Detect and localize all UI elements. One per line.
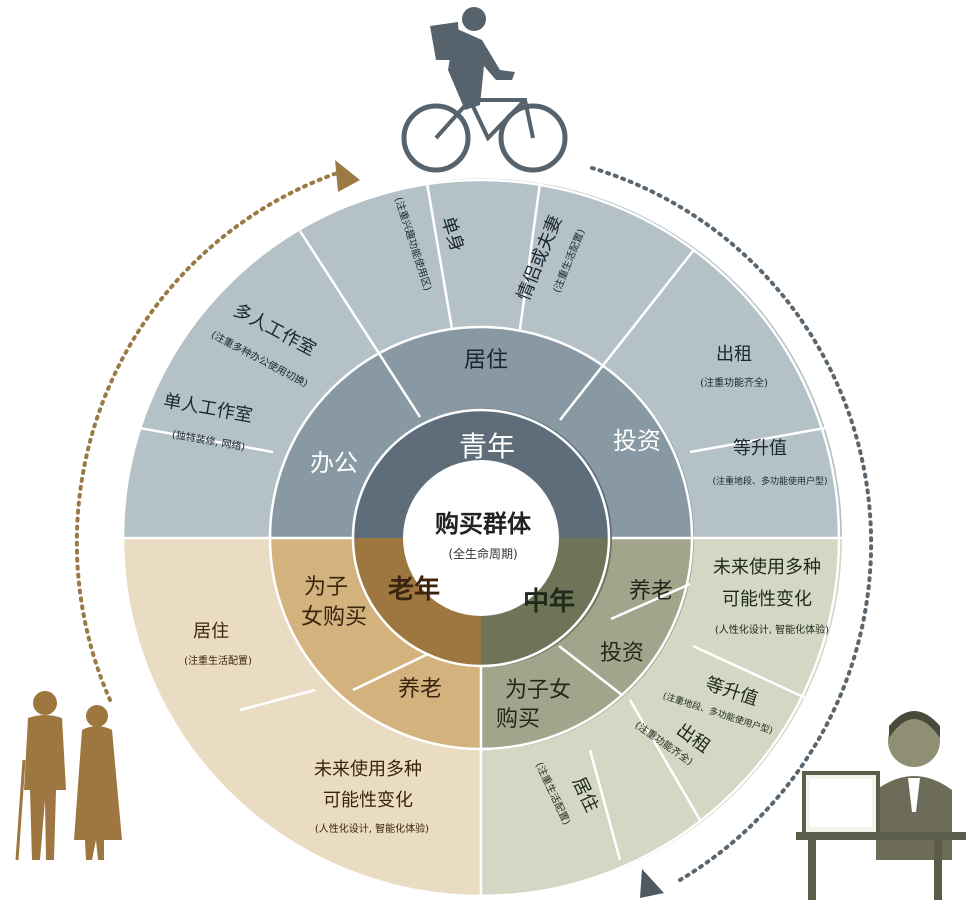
arrow-head-middle (640, 869, 664, 898)
future-elder-note: (人性化设计, 智能化体验) (315, 822, 429, 835)
appreciate-youth-title: 等升值 (733, 438, 787, 459)
center-title: 购买群体 (435, 510, 532, 538)
future-elder-line1: 未来使用多种 (314, 759, 422, 780)
elder-care-label: 养老 (398, 677, 442, 702)
youth-office-label: 办公 (310, 449, 358, 477)
middle-for-kids-line2: 购买 (496, 707, 540, 732)
middle-elder-care-label: 养老 (629, 579, 673, 604)
elder-for-kids-line2: 女购买 (301, 605, 367, 630)
youth-invest-label: 投资 (613, 427, 661, 455)
divider-lines (121, 178, 843, 898)
middle-for-kids-line1: 为子女 (505, 678, 571, 703)
appreciate-youth-note: (注重地段、多功能使用户型) (712, 475, 827, 487)
elderly-couple-icon (15, 691, 122, 861)
elder-for-kids-line1: 为子 (304, 575, 348, 600)
middle-invest-label: 投资 (600, 641, 644, 666)
future-middle-note: (人性化设计, 智能化体验) (715, 623, 829, 636)
cyclist-icon (401, 7, 568, 173)
living-elder-note: (注重生活配置) (184, 654, 252, 667)
rent-youth-title: 出租 (716, 344, 752, 365)
center-subtitle: (全生命周期) (448, 546, 517, 561)
cycle-arrows (74, 166, 874, 882)
rent-youth-note: (注重功能齐全) (700, 376, 768, 389)
stage-elder-label: 老年 (388, 574, 440, 605)
youth-living-label: 居住 (464, 348, 508, 373)
future-elder-line2: 可能性变化 (323, 790, 413, 811)
living-elder-title: 居住 (193, 621, 229, 642)
stage-middle-label: 中年 (523, 586, 575, 617)
future-middle-line2: 可能性变化 (722, 589, 812, 610)
arrow-elder-to-youth (74, 170, 342, 702)
future-middle-line1: 未来使用多种 (713, 557, 821, 578)
office-worker-icon (796, 711, 966, 900)
arrow-head-youth (335, 160, 360, 192)
center-circle (403, 460, 559, 616)
stage-youth-label: 青年 (459, 430, 515, 463)
